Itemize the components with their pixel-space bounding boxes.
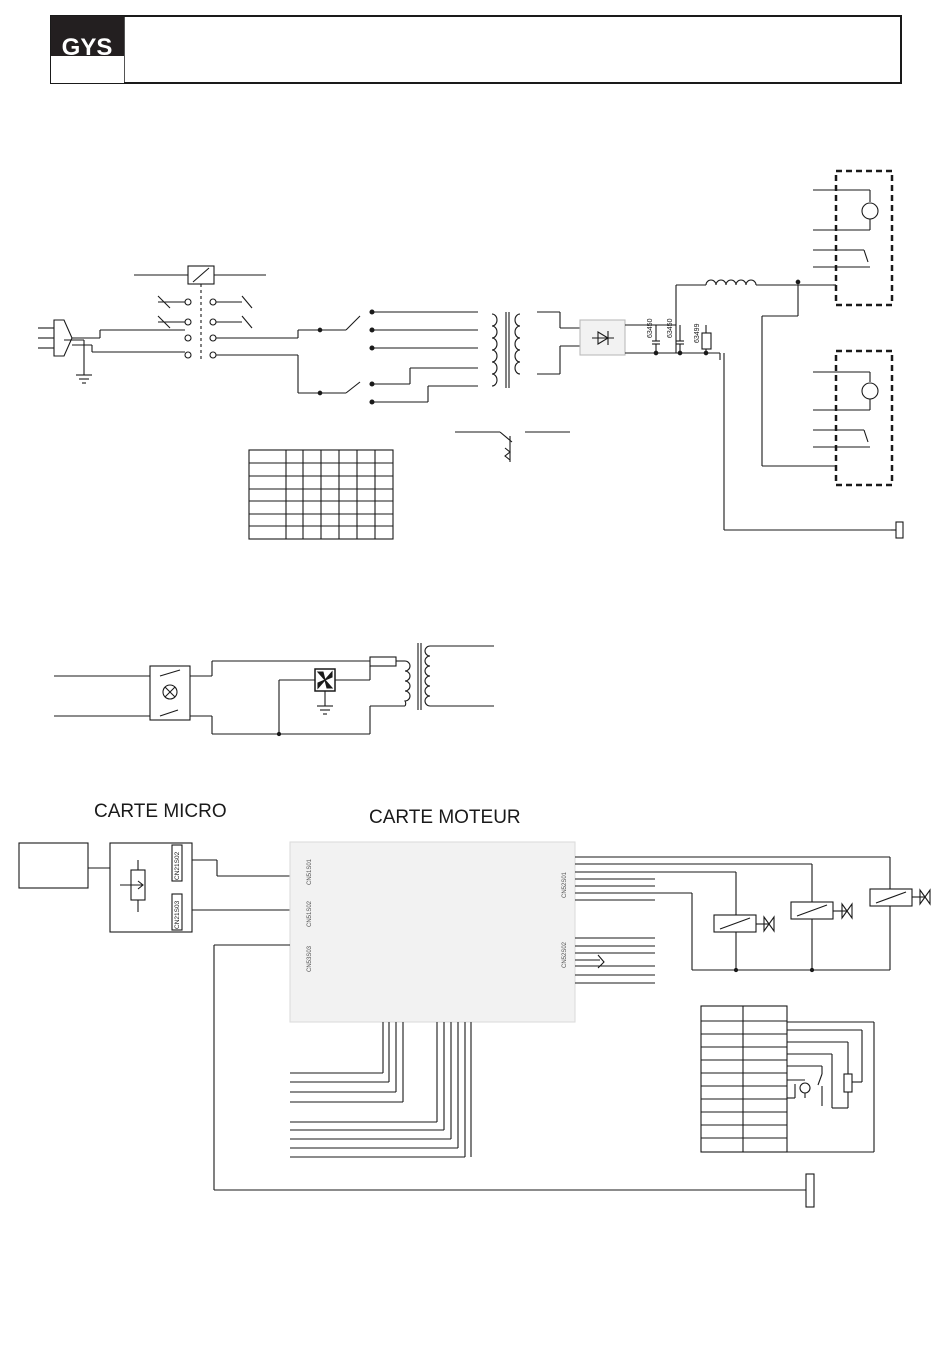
capacitor-1-label: 63450 bbox=[647, 318, 654, 338]
micro-board-title: CARTE MICRO bbox=[94, 801, 227, 822]
torch-connector-2 bbox=[762, 285, 892, 485]
fan-icon bbox=[315, 669, 335, 714]
main-transformer bbox=[492, 312, 580, 388]
moteur-connector-cn1501: CN51S01 bbox=[307, 858, 313, 885]
tap-switch bbox=[298, 310, 478, 404]
display-module bbox=[19, 843, 110, 888]
moteur-connector-cn2502: CN52S02 bbox=[562, 941, 568, 968]
thermal-switch bbox=[455, 432, 570, 462]
solenoid-valve-2 bbox=[791, 864, 852, 970]
header-frame: GYS bbox=[51, 16, 901, 83]
solenoid-valve-3 bbox=[870, 857, 930, 970]
capacitor-2-label: 63450 bbox=[667, 318, 674, 338]
micro-connector-cn3: CN21S03 bbox=[174, 900, 181, 929]
auxiliary-circuit bbox=[54, 657, 405, 736]
resistor-label: 63499 bbox=[694, 323, 701, 343]
solenoid-valve-1 bbox=[714, 872, 774, 970]
contactor bbox=[134, 266, 298, 362]
moteur-connector-cn2501: CN52S01 bbox=[562, 871, 568, 898]
tap-table bbox=[249, 450, 393, 539]
moteur-board-title: CARTE MOTEUR bbox=[369, 807, 521, 828]
micro-connector-cn2: CN21S02 bbox=[174, 851, 181, 880]
aux-transformer bbox=[405, 643, 494, 710]
terminal-table bbox=[701, 1006, 874, 1152]
moteur-right-wires bbox=[575, 857, 890, 983]
logo-text: GYS bbox=[62, 34, 113, 61]
mains-plug bbox=[38, 320, 185, 383]
moteur-connector-cn1502: CN51S02 bbox=[307, 900, 313, 927]
moteur-connector-cn1503: CN53S03 bbox=[307, 945, 313, 972]
moteur-bottom-wires bbox=[290, 1022, 471, 1157]
micro-board bbox=[110, 843, 290, 932]
